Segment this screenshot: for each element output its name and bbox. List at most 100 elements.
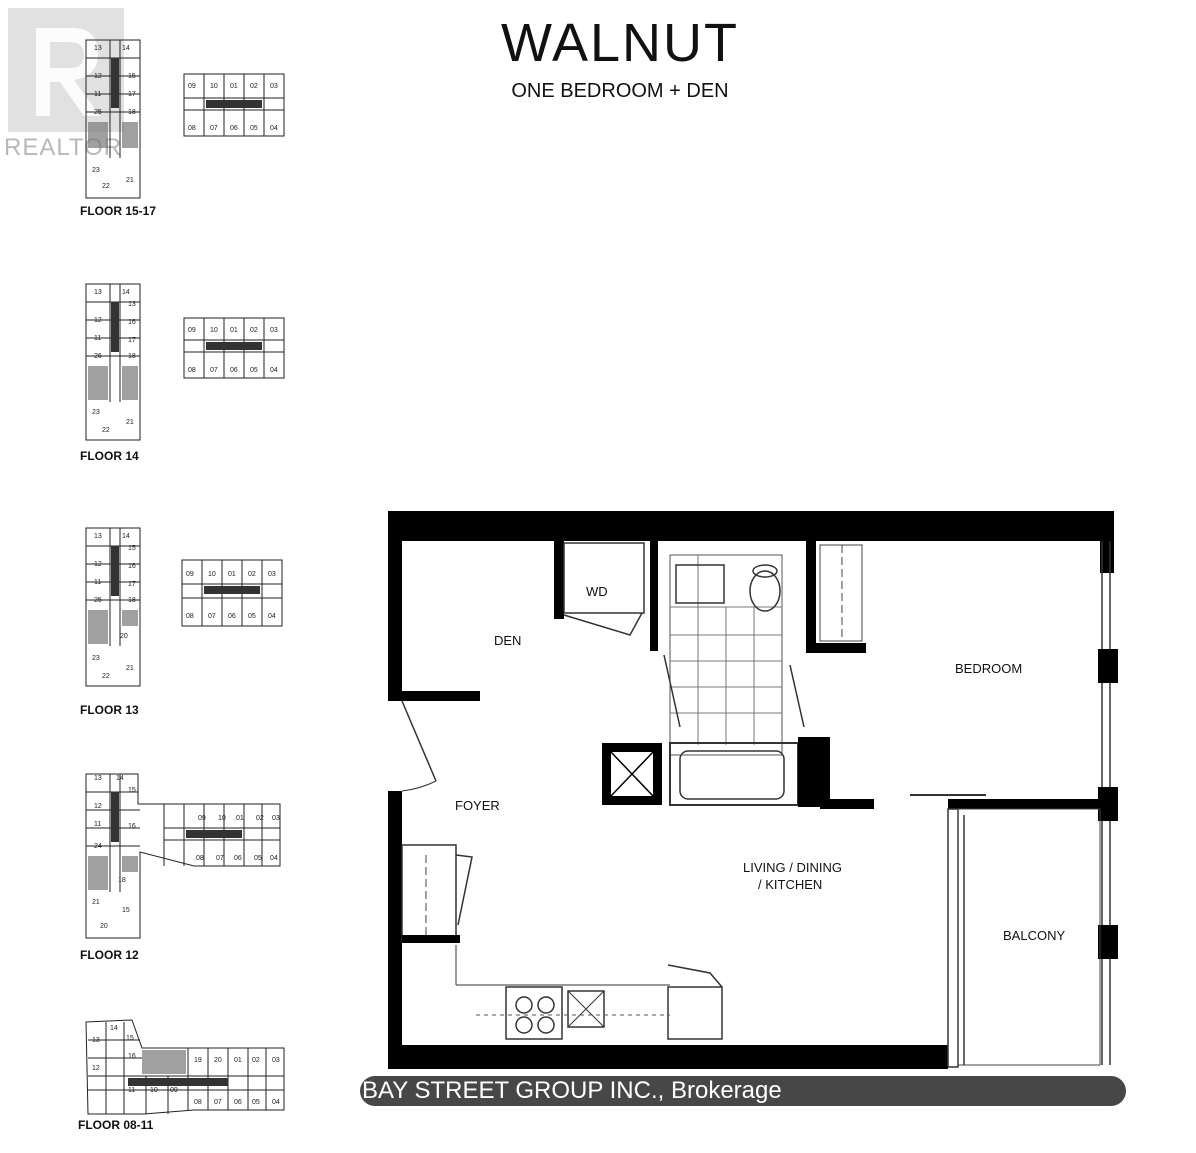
brokerage-name: BAY STREET GROUP INC., Brokerage xyxy=(362,1077,782,1104)
svg-text:14: 14 xyxy=(116,775,124,782)
svg-text:18: 18 xyxy=(128,353,136,360)
svg-text:09: 09 xyxy=(198,815,206,822)
svg-text:12: 12 xyxy=(94,73,102,80)
svg-text:23: 23 xyxy=(92,409,100,416)
room-label-den: DEN xyxy=(494,633,522,648)
svg-text:07: 07 xyxy=(214,1099,222,1106)
svg-text:15: 15 xyxy=(122,907,130,914)
svg-text:13: 13 xyxy=(94,775,102,782)
svg-text:18: 18 xyxy=(128,109,136,116)
svg-text:24: 24 xyxy=(94,843,102,850)
key-plan-label: FLOOR 12 xyxy=(80,948,139,962)
svg-text:08: 08 xyxy=(194,1099,202,1106)
room-label-kitchen: / KITCHEN xyxy=(758,877,823,892)
svg-text:11: 11 xyxy=(94,335,101,342)
svg-text:18: 18 xyxy=(128,597,136,604)
svg-text:13: 13 xyxy=(94,533,102,540)
svg-text:22: 22 xyxy=(102,673,110,680)
svg-text:17: 17 xyxy=(128,91,136,98)
svg-text:26: 26 xyxy=(94,353,102,360)
svg-text:07: 07 xyxy=(208,613,216,620)
svg-text:06: 06 xyxy=(230,125,238,132)
svg-text:07: 07 xyxy=(210,367,218,374)
svg-text:03: 03 xyxy=(272,815,280,822)
svg-text:04: 04 xyxy=(270,125,278,132)
svg-text:15: 15 xyxy=(128,545,136,552)
svg-text:10: 10 xyxy=(210,83,218,90)
svg-text:25: 25 xyxy=(94,109,102,116)
svg-text:05: 05 xyxy=(252,1099,260,1106)
svg-text:17: 17 xyxy=(128,581,136,588)
svg-text:08: 08 xyxy=(188,367,196,374)
svg-text:16: 16 xyxy=(128,319,136,326)
svg-text:13: 13 xyxy=(94,45,102,52)
svg-text:12: 12 xyxy=(94,803,102,810)
svg-text:21: 21 xyxy=(126,177,134,184)
svg-text:03: 03 xyxy=(270,327,278,334)
svg-text:01: 01 xyxy=(228,571,236,578)
svg-text:06: 06 xyxy=(234,855,242,862)
svg-text:10: 10 xyxy=(150,1087,158,1094)
svg-text:14: 14 xyxy=(110,1025,118,1032)
svg-text:16: 16 xyxy=(128,563,136,570)
svg-text:12: 12 xyxy=(94,317,102,324)
brokerage-banner: BAY STREET GROUP INC., Brokerage xyxy=(360,1076,1126,1106)
svg-text:03: 03 xyxy=(272,1057,280,1064)
svg-text:12: 12 xyxy=(94,561,102,568)
svg-text:04: 04 xyxy=(270,855,278,862)
svg-text:11: 11 xyxy=(94,91,101,98)
room-label-bedroom: BEDROOM xyxy=(955,661,1023,676)
svg-text:01: 01 xyxy=(230,327,238,334)
svg-text:02: 02 xyxy=(252,1057,260,1064)
realtor-logo-icon xyxy=(8,8,124,132)
svg-text:08: 08 xyxy=(188,125,196,132)
svg-text:02: 02 xyxy=(248,571,256,578)
svg-text:01: 01 xyxy=(236,815,244,822)
key-plan-label: FLOOR 13 xyxy=(80,703,139,717)
svg-text:10: 10 xyxy=(210,327,218,334)
svg-text:04: 04 xyxy=(270,367,278,374)
room-label-foyer: FOYER xyxy=(455,798,500,813)
svg-text:16: 16 xyxy=(128,823,136,830)
svg-text:01: 01 xyxy=(234,1057,242,1064)
svg-text:15: 15 xyxy=(128,73,136,80)
svg-text:05: 05 xyxy=(254,855,262,862)
svg-text:09: 09 xyxy=(188,83,196,90)
room-label-wd: WD xyxy=(586,584,608,599)
svg-text:03: 03 xyxy=(268,571,276,578)
svg-text:14: 14 xyxy=(122,45,130,52)
svg-text:04: 04 xyxy=(268,613,276,620)
svg-text:09: 09 xyxy=(186,571,194,578)
svg-text:10: 10 xyxy=(218,815,226,822)
key-plan-label: FLOOR 08-11 xyxy=(78,1118,154,1132)
svg-text:13: 13 xyxy=(92,1037,100,1044)
svg-text:14: 14 xyxy=(122,289,130,296)
svg-text:05: 05 xyxy=(250,367,258,374)
svg-text:09: 09 xyxy=(188,327,196,334)
svg-text:12: 12 xyxy=(92,1065,100,1072)
room-label-living-dining: LIVING / DINING xyxy=(743,860,842,875)
svg-text:07: 07 xyxy=(210,125,218,132)
svg-text:07: 07 xyxy=(216,855,224,862)
svg-text:11: 11 xyxy=(128,1087,135,1094)
svg-text:20: 20 xyxy=(214,1057,222,1064)
svg-text:10: 10 xyxy=(208,571,216,578)
svg-text:25: 25 xyxy=(94,597,102,604)
svg-text:22: 22 xyxy=(102,427,110,434)
key-plan-label: FLOOR 14 xyxy=(80,449,139,463)
svg-text:20: 20 xyxy=(100,923,108,930)
unit-floor-plan xyxy=(380,505,1140,1085)
svg-text:21: 21 xyxy=(92,899,100,906)
key-plan-label: FLOOR 15-17 xyxy=(80,204,157,218)
svg-text:15: 15 xyxy=(128,787,136,794)
svg-text:13: 13 xyxy=(94,289,102,296)
svg-text:02: 02 xyxy=(256,815,264,822)
plan-title: WALNUT xyxy=(501,13,739,73)
svg-text:19: 19 xyxy=(194,1057,202,1064)
svg-text:13: 13 xyxy=(128,301,136,308)
svg-text:05: 05 xyxy=(248,613,256,620)
